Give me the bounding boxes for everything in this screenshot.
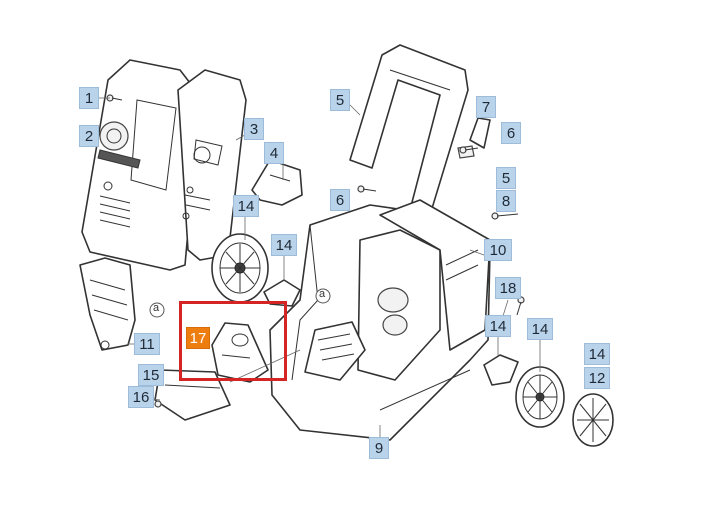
callout-14-b[interactable]: 14 xyxy=(271,234,297,256)
rear-cover-part xyxy=(177,69,247,261)
callout-10[interactable]: 10 xyxy=(484,239,512,261)
callout-5-handle[interactable]: 5 xyxy=(330,89,350,111)
callout-16[interactable]: 16 xyxy=(128,386,154,408)
hose-holder-part xyxy=(79,257,136,351)
axle-part xyxy=(263,279,519,386)
marker-a-label-right: a xyxy=(319,288,326,300)
callout-5-screw[interactable]: 5 xyxy=(496,167,516,189)
callout-3[interactable]: 3 xyxy=(244,118,264,140)
detergent-part xyxy=(154,369,231,421)
highlight-frame xyxy=(179,301,287,381)
callout-11[interactable]: 11 xyxy=(134,333,160,355)
cover-part-17 xyxy=(211,322,269,383)
callout-6-screw[interactable]: 6 xyxy=(330,189,350,211)
callout-15[interactable]: 15 xyxy=(138,364,164,386)
callout-6-trigger[interactable]: 6 xyxy=(501,122,521,144)
right-wheel-part xyxy=(515,366,565,428)
callout-9[interactable]: 9 xyxy=(369,437,389,459)
callout-14-c[interactable]: 14 xyxy=(485,315,511,337)
hub-cap-part xyxy=(572,393,614,447)
callout-2[interactable]: 2 xyxy=(79,125,99,147)
callout-14-e[interactable]: 14 xyxy=(584,343,610,365)
callout-12[interactable]: 12 xyxy=(584,367,610,389)
front-cover-part xyxy=(81,59,201,271)
callout-18[interactable]: 18 xyxy=(495,277,521,299)
callout-14-d[interactable]: 14 xyxy=(527,318,553,340)
screws xyxy=(357,146,525,316)
marker-a-label-left: a xyxy=(153,302,160,314)
callout-8[interactable]: 8 xyxy=(496,190,516,212)
callout-1[interactable]: 1 xyxy=(79,87,99,109)
callout-17-highlighted[interactable]: 17 xyxy=(186,327,210,349)
callout-14-a[interactable]: 14 xyxy=(233,195,259,217)
left-wheel-part xyxy=(211,233,269,303)
bracket-part xyxy=(251,159,303,206)
callout-7[interactable]: 7 xyxy=(476,96,496,118)
callout-4[interactable]: 4 xyxy=(264,142,284,164)
marker-a xyxy=(149,288,331,318)
